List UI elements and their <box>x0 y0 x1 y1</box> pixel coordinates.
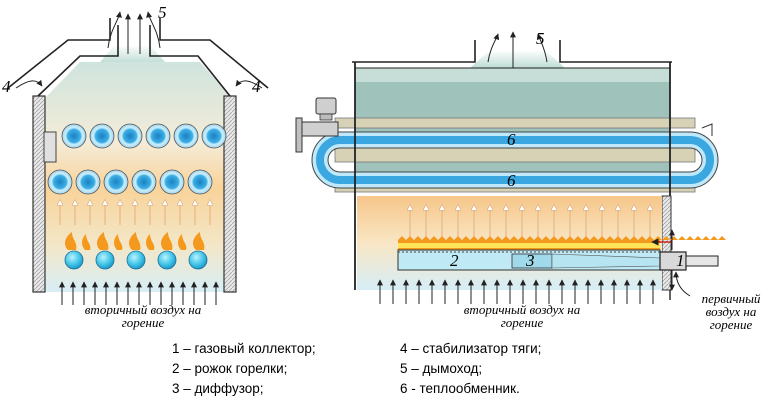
legend-item-2: 2 – рожок горелки; <box>172 361 288 376</box>
primary-air-caption-2: воздух на <box>706 304 757 319</box>
right-callout-5: 5 <box>536 29 545 48</box>
right-roof-right <box>559 40 672 63</box>
legend-item-5: 5 – дымоход; <box>400 361 483 376</box>
left-boiler: 4 4 5 вторичный воздух на горение <box>2 3 269 330</box>
flame <box>193 232 205 250</box>
right-secondary-air-arrows <box>377 279 656 304</box>
tube <box>131 169 157 195</box>
right-callout-6-top: 6 <box>507 130 516 149</box>
heat-exchanger-plate-1 <box>334 117 696 129</box>
tube <box>89 123 115 149</box>
left-wall-left <box>32 95 46 293</box>
burner <box>126 250 146 270</box>
right-cap <box>701 123 713 136</box>
left-callout-5: 5 <box>158 3 167 22</box>
left-tubes-row-1 <box>61 123 227 149</box>
primary-air-caption-1: первичный <box>702 291 761 306</box>
right-flue-chamber <box>355 68 670 190</box>
left-flue-arrow-4 <box>146 11 161 49</box>
right-callout-2: 2 <box>450 251 459 270</box>
left-callout-4-right: 4 <box>252 77 261 96</box>
left-draft-arrow-r <box>235 79 263 89</box>
tube <box>75 169 101 195</box>
right-refractory <box>661 195 672 291</box>
flame <box>114 234 123 250</box>
right-callout-1: 1 <box>676 251 685 270</box>
right-flue-plume <box>470 50 565 68</box>
left-secondary-air-arrows <box>59 281 219 305</box>
left-hot-air-arrows <box>60 200 210 225</box>
right-flue-arrow-3 <box>536 33 548 63</box>
left-burners <box>64 250 208 270</box>
right-roof-left <box>352 40 476 63</box>
right-flue-arrow-1 <box>487 33 500 63</box>
left-secondary-air-caption-2: горение <box>122 315 165 330</box>
flame <box>65 232 77 250</box>
right-boiler: 5 6 6 1 2 3 вторичный воздух на горение … <box>295 29 761 332</box>
left-roof-outer-r <box>159 18 269 89</box>
right-secondary-air-caption-2: горение <box>501 315 544 330</box>
right-callout-6-bottom: 6 <box>507 171 516 190</box>
tube <box>159 169 185 195</box>
tube <box>61 123 87 149</box>
left-roof-outer <box>7 18 111 89</box>
left-wall-right <box>223 95 237 293</box>
left-flames <box>65 232 205 250</box>
heat-exchanger-tube-outline <box>311 131 719 189</box>
right-hot-air-arrows <box>410 205 650 238</box>
right-callout-3: 3 <box>525 251 535 270</box>
gas-supply-pipe <box>685 255 719 267</box>
heat-exchanger-tube-core <box>316 136 714 184</box>
tube <box>145 123 171 149</box>
left-callout-4-left: 4 <box>2 77 11 96</box>
tube <box>201 123 227 149</box>
tube <box>47 169 73 195</box>
legend-item-1: 1 – газовый коллектор; <box>172 341 316 356</box>
flame <box>146 234 155 250</box>
flame <box>178 234 187 250</box>
right-secondary-air-caption-1: вторичный воздух на <box>464 302 581 317</box>
tube <box>103 169 129 195</box>
left-tubes-row-2 <box>47 169 213 195</box>
legend-col-1: 1 – газовый коллектор; 2 – рожок горелки… <box>172 339 316 399</box>
left-secondary-air-caption-1: вторичный воздух на <box>85 302 202 317</box>
primary-air-leader <box>673 271 691 297</box>
pump-valve <box>295 97 339 153</box>
legend-col-2: 4 – стабилизатор тяги; 5 – дымоход; 6 - … <box>400 339 541 399</box>
left-draft-arrow-l <box>15 79 43 89</box>
legend-item-6: 6 - теплообменник. <box>400 381 520 396</box>
left-roof-inner <box>37 25 119 97</box>
burner <box>188 250 208 270</box>
primary-air-caption-3: горение <box>710 317 753 332</box>
flame <box>82 234 91 250</box>
heat-exchanger-plate-2 <box>334 147 696 163</box>
tube <box>187 169 213 195</box>
left-collector-box <box>43 131 57 163</box>
left-roof-inner-r <box>149 25 231 97</box>
burner <box>95 250 115 270</box>
flame <box>161 232 173 250</box>
flame <box>129 232 141 250</box>
flame-strip-teeth <box>398 236 726 240</box>
tube <box>173 123 199 149</box>
legend-item-3: 3 – диффузор; <box>172 381 264 396</box>
tube <box>117 123 143 149</box>
heat-exchanger-tube-outline-inner <box>327 147 703 173</box>
left-flue-arrow-1 <box>107 11 122 49</box>
flame-strip-yellow <box>398 243 660 248</box>
left-flue-plume <box>100 45 165 62</box>
right-flue-chamber-top <box>355 68 670 82</box>
flame <box>97 232 109 250</box>
legend-item-4: 4 – стабилизатор тяги; <box>400 341 542 356</box>
burner <box>157 250 177 270</box>
burner <box>64 250 84 270</box>
